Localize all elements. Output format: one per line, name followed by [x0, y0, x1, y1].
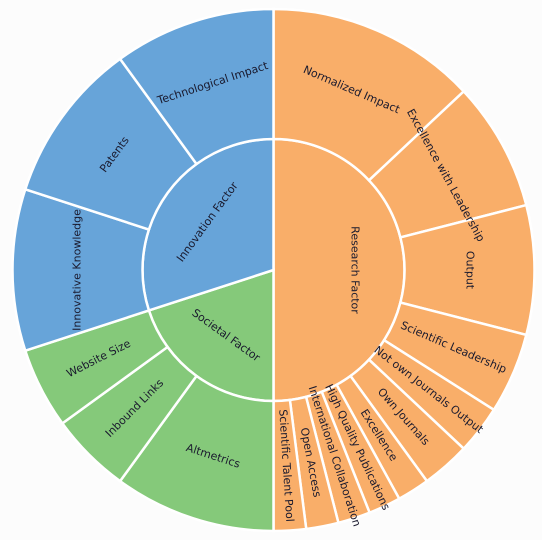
outer-label-output: Output — [464, 251, 477, 290]
outer-segment-technological-impact[interactable] — [118, 7, 275, 166]
outer-label-innovative-knowledge: Innovative Knowledge — [71, 209, 84, 331]
inner-label-research-factor: Research Factor — [349, 226, 362, 314]
segment-layer — [11, 7, 536, 533]
